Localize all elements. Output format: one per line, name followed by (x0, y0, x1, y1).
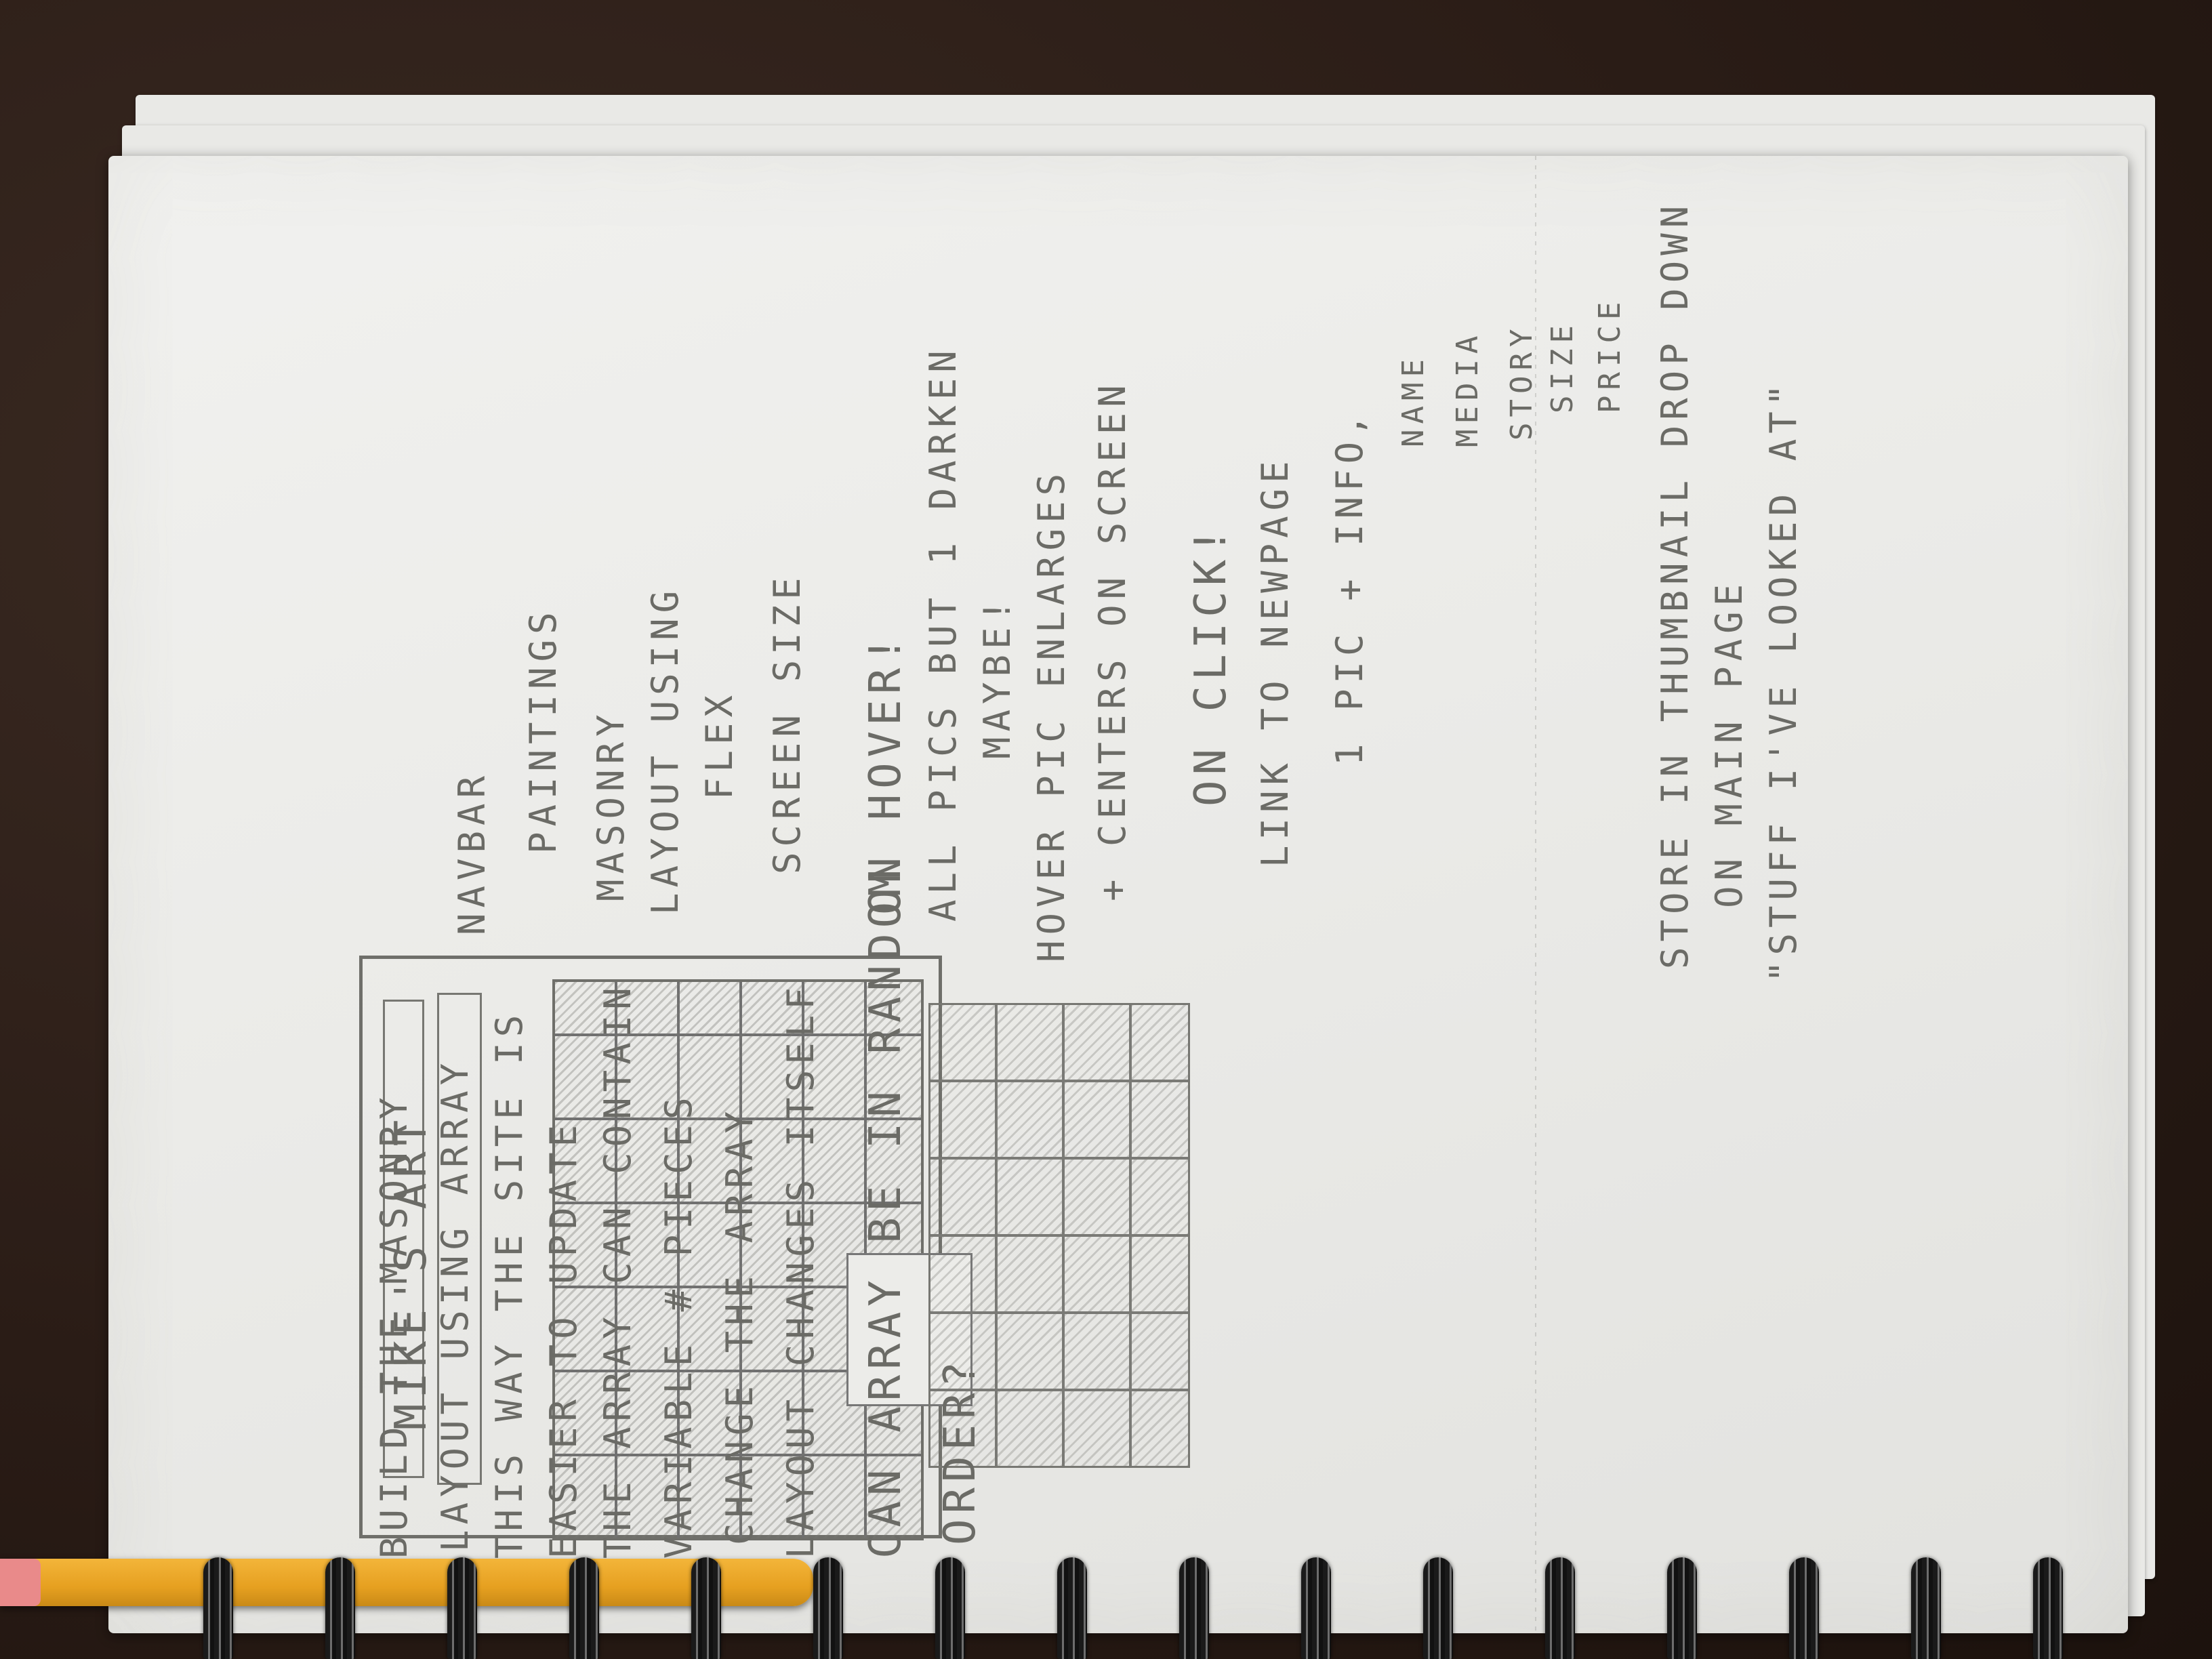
spiral-ring (1301, 1557, 1331, 1659)
click-info-story: STORY (1504, 323, 1539, 441)
spiral-ring (569, 1557, 599, 1659)
click-line-2: 1 PIC + INFO, (1328, 409, 1371, 766)
pencil (0, 1559, 813, 1606)
spiral-ring (1789, 1557, 1819, 1659)
hover-line-1: ALL PICS BUT 1 DARKEN (922, 345, 964, 922)
click-info-size: SIZE (1545, 320, 1580, 413)
spiral-ring (2033, 1557, 2063, 1659)
spiral-ring (1179, 1557, 1209, 1659)
store-line-2: ON MAIN PAGE (1708, 578, 1750, 908)
notebook-page: MIKE'S ART NAVBAR PAINTINGS MASONRY LAYO… (108, 156, 2128, 1633)
paintings-label: PAINTINGS (522, 607, 565, 854)
masonry-note-3: FLEX (698, 689, 741, 800)
bottom-note-9: CAN ARRAY BE IN RANDOM (861, 865, 911, 1559)
hover-line-4: + CENTERS ON SCREEN (1091, 380, 1134, 901)
bottom-note-7: CHANGE THE ARRAY (718, 1105, 761, 1545)
sketch-masonry-grid-extended (928, 1003, 1190, 1468)
click-info-price: PRICE (1593, 296, 1627, 413)
spiral-ring (447, 1557, 477, 1659)
bottom-note-1: BUILD THE MASONRY (373, 1092, 415, 1559)
bottom-note-8: LAYOUT CHANGES ITSELF (779, 982, 822, 1559)
bottom-note-4: EASIER TO UPDATE (542, 1119, 585, 1559)
store-line-3: "STUFF I'VE LOOKED AT" (1762, 378, 1805, 983)
masonry-note-2: LAYOUT USING (644, 585, 687, 915)
click-info-name: NAME (1396, 354, 1431, 447)
bottom-note-2: LAYOUT USING ARRAY (434, 1057, 476, 1552)
sketch-nav-bar (437, 993, 482, 1485)
click-title: ON CLICK! (1186, 523, 1236, 806)
spiral-ring (325, 1557, 355, 1659)
hover-line-2: MAYBE! (976, 594, 1019, 759)
spiral-ring (203, 1557, 233, 1659)
navbar-label: NAVBAR (451, 770, 493, 935)
bottom-note-5: THE ARRAY CAN CONTAIN (596, 982, 639, 1559)
hover-line-3: HOVER PIC ENLARGES (1030, 468, 1073, 962)
spiral-ring (691, 1557, 721, 1659)
bottom-note-10: ORDER? (935, 1355, 985, 1545)
spiral-ring (813, 1557, 843, 1659)
bottom-note-3: THIS WAY THE SITE IS (488, 1009, 531, 1559)
spiral-ring (1545, 1557, 1575, 1659)
screen-size-label: SCREEN SIZE (766, 572, 808, 874)
click-line-1: LINK TO NEWPAGE (1254, 455, 1296, 867)
spiral-ring (1423, 1557, 1453, 1659)
bottom-note-6: VARIABLE # PIECES (657, 1092, 700, 1559)
click-info-media: MEDIA (1450, 330, 1485, 447)
spiral-ring (1667, 1557, 1697, 1659)
sketch-title-bar (383, 1000, 424, 1478)
spiral-ring (1057, 1557, 1087, 1659)
masonry-note-1: MASONRY (590, 709, 632, 901)
spiral-ring (935, 1557, 965, 1659)
store-line-1: STORE IN THUMBNAIL DROP DOWN (1654, 200, 1696, 969)
page-perforation (1535, 156, 1536, 1633)
spiral-ring (1911, 1557, 1941, 1659)
pencil-eraser (0, 1559, 41, 1606)
